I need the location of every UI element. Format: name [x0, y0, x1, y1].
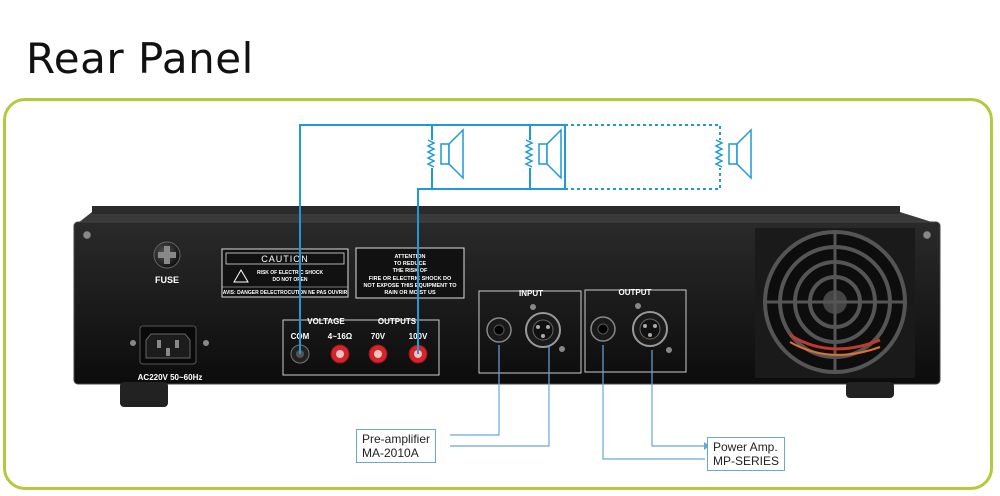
speaker-icon-3: [714, 128, 752, 180]
terminal-label-70v: 70V: [371, 332, 386, 341]
attention-line-1: ATTENTION: [394, 254, 425, 260]
attention-line-2: TO REDUCE: [394, 261, 427, 267]
input-xlr[interactable]: [525, 304, 565, 352]
speaker-icon-2: [524, 128, 562, 180]
cooling-fan-icon: [755, 228, 915, 378]
output-label: OUTPUT: [619, 288, 652, 297]
power-socket[interactable]: [130, 325, 209, 365]
chassis-top: [78, 206, 935, 223]
preamp-name: Pre-amplifier: [362, 432, 431, 446]
input-label: INPUT: [519, 289, 543, 298]
voltage-label: VOLTAGE: [307, 317, 345, 326]
caution-line-1: RISK OF ELECTRIC SHOCK: [257, 270, 324, 276]
caution-line-2: DO NOT OPEN: [272, 277, 307, 283]
input-panel: [478, 290, 582, 374]
poweramp-label: Power Amp. MP-SERIES: [707, 437, 786, 471]
terminal-label-4-16: 4~16Ω: [328, 332, 353, 341]
terminal-4-16[interactable]: [330, 344, 350, 364]
speaker-wiring: [299, 124, 721, 354]
signal-wiring: [450, 345, 705, 460]
caution-line-3: AVIS: DANGER DELECTROCUTION NE PAS OUVRI…: [223, 290, 348, 296]
outputs-label: OUTPUTS: [378, 317, 417, 326]
preamp-model: MA-2010A: [362, 446, 419, 460]
output-jack[interactable]: [590, 316, 616, 342]
fuse-label: FUSE: [155, 275, 179, 285]
fuse-holder[interactable]: [153, 241, 181, 269]
attention-label: [355, 247, 465, 299]
poweramp-name: Power Amp.: [713, 440, 778, 454]
attention-line-3: THE RISK OF: [393, 268, 428, 274]
foot-right: [846, 382, 894, 398]
input-jack[interactable]: [486, 317, 512, 343]
outputs-panel: [282, 319, 440, 376]
poweramp-model: MP-SERIES: [713, 454, 780, 468]
terminal-70v[interactable]: [368, 344, 388, 364]
foot-left: [120, 382, 168, 407]
attention-line-6: RAIN OR MOIST US: [384, 290, 436, 296]
output-panel: [584, 289, 687, 373]
diagram-frame: [3, 98, 993, 490]
page-title: Rear Panel: [26, 34, 254, 83]
preamp-label: Pre-amplifier MA-2010A: [356, 429, 437, 463]
attention-line-5: NOT EXPOSE THIS EQUIPMENT TO: [363, 283, 457, 289]
caution-label: [221, 248, 349, 298]
attention-line-4: FIRE OR ELECTRIC SHOCK DO: [369, 276, 452, 282]
output-xlr[interactable]: [632, 303, 672, 353]
caution-header: CAUTION: [261, 254, 309, 264]
speaker-icon-1: [426, 128, 464, 180]
power-label: AC220V 50~60Hz: [138, 373, 203, 382]
